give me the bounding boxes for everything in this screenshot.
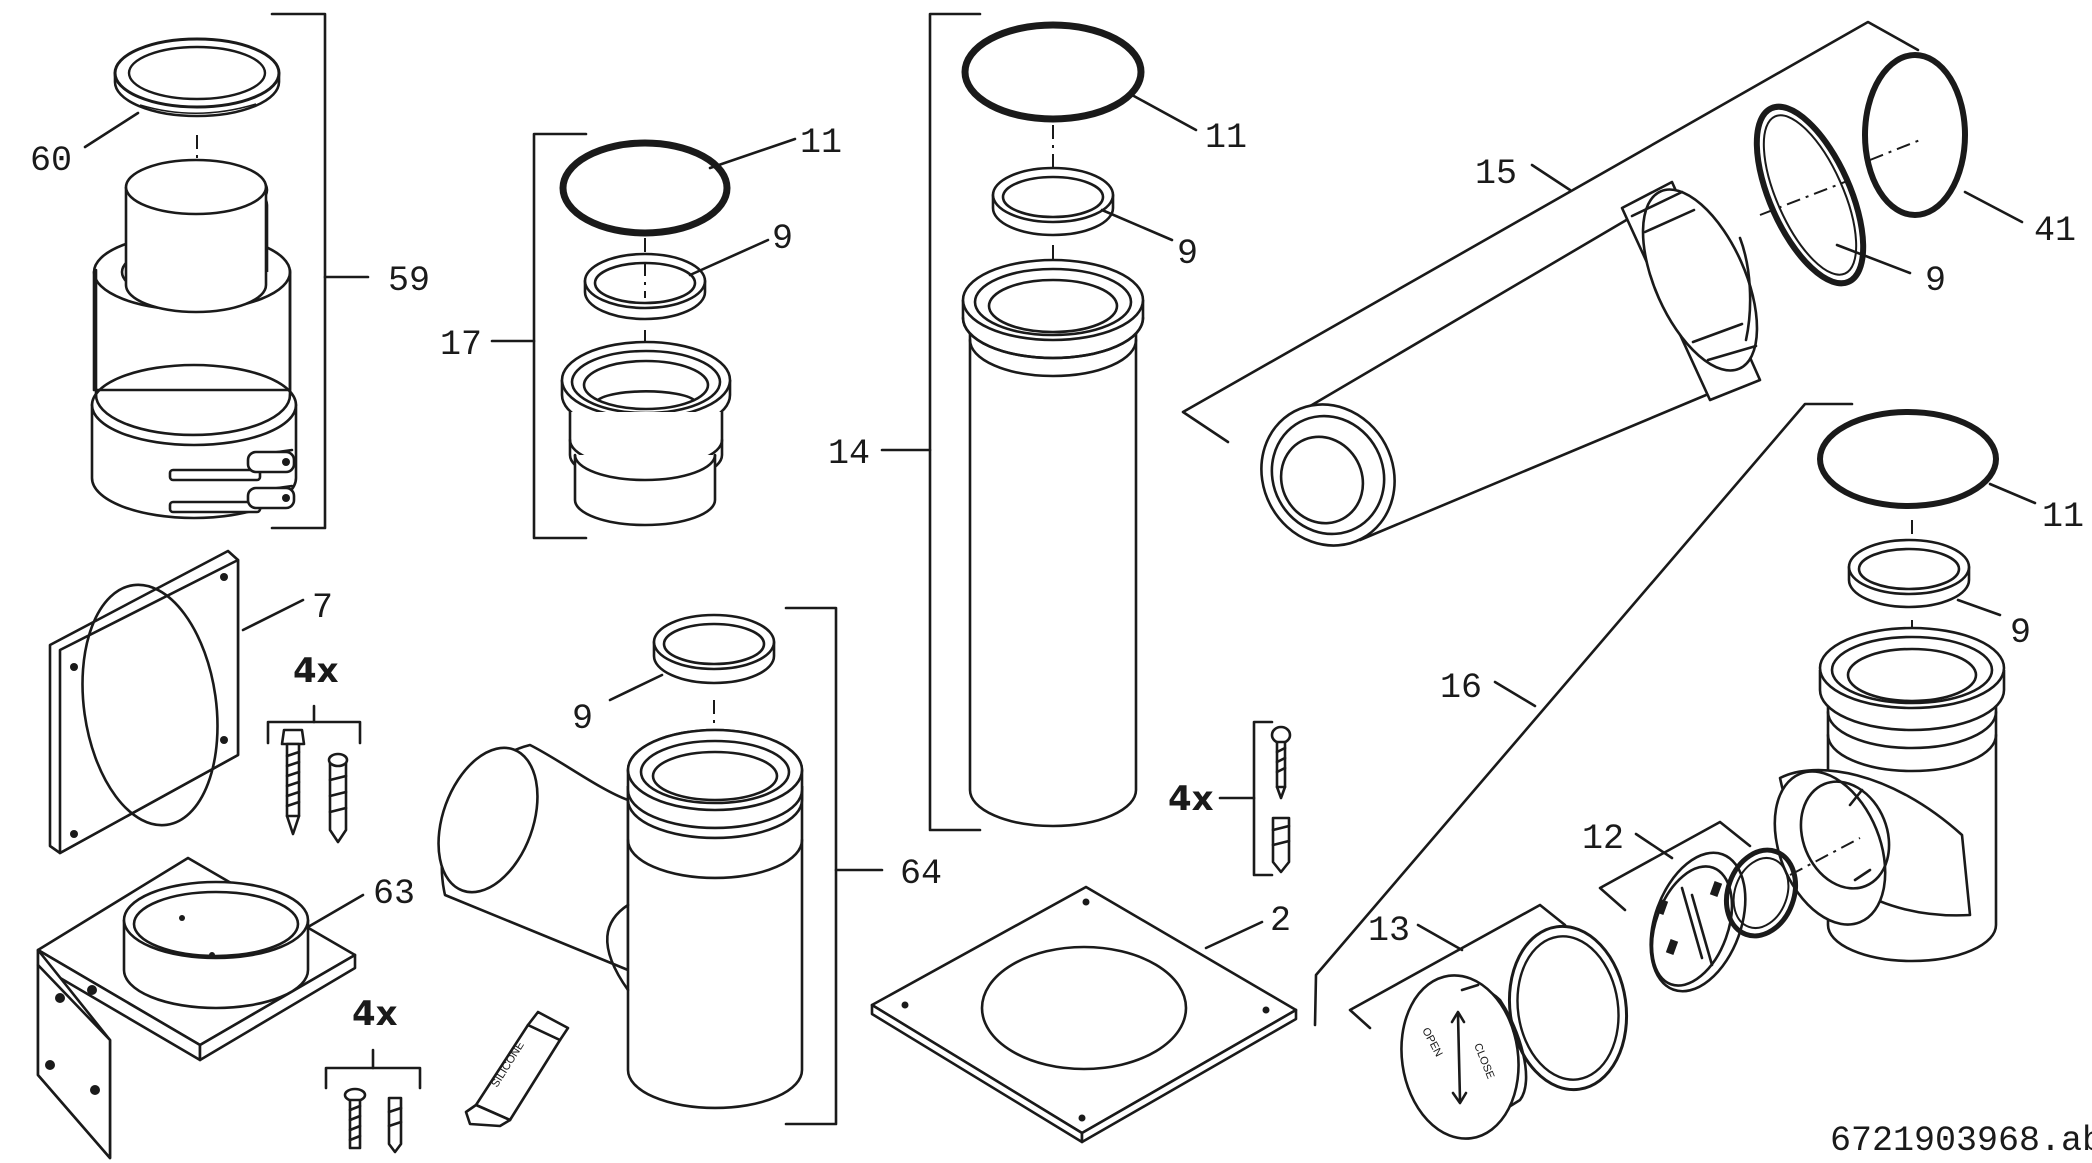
label-11c: 11 [2042,497,2084,537]
screw-icon [1270,725,1292,800]
leader-12 [1634,832,1674,860]
part-9-seal-b [652,613,776,685]
qty-screws-7: 4x [293,651,339,691]
leader-11a [708,137,797,170]
bracket-15 [1181,20,1920,444]
label-14: 14 [828,434,870,474]
label-17: 17 [440,325,482,365]
silicone-tube: SILICONE [464,1010,570,1128]
leader-13 [1416,923,1464,952]
leader-9b [608,673,664,702]
label-9d: 9 [1925,261,1946,301]
label-9b: 9 [572,699,593,739]
label-9c: 9 [1177,234,1198,274]
bracket-17 [532,132,588,540]
wall-plug-icon [387,1096,403,1154]
document-number: 6721903968.ab [1830,1121,2092,1161]
part-16-inspection-tee [1773,626,2006,963]
qty-screws-63: 4x [352,994,398,1034]
part-9-seal-a [583,252,707,321]
leader-41 [1963,190,2024,224]
part-12-inner-cap [1649,851,1747,993]
part-64-t-piece [437,728,804,1110]
bracket-12 [1598,820,1752,912]
label-13: 13 [1368,911,1410,951]
part-9-seal-d [1753,103,1867,287]
label-11b: 11 [1205,118,1247,158]
part-41-gasket [1862,52,1968,218]
part-13-seal-ring [1507,924,1629,1092]
part-15-horizontal-pipe [1260,180,1762,547]
label-9e: 9 [2010,613,2031,653]
label-63: 63 [373,874,415,914]
leader-2 [1204,920,1264,950]
part-11-gasket-c [1817,409,1999,509]
bracket-screws-pipe [1252,720,1274,877]
bracket-14 [928,12,982,832]
part-2-cover-plate [870,885,1298,1144]
qty-screws-pipe: 4x [1168,779,1214,819]
wall-plug-icon [327,752,349,844]
leader-15 [1530,163,1572,192]
bracket-64 [784,606,838,1126]
label-59: 59 [388,261,430,301]
label-15: 15 [1475,154,1517,194]
label-60: 60 [30,141,72,181]
screw-icon [343,1087,367,1150]
leader-9c [1100,208,1174,242]
label-64: 64 [900,854,942,894]
bracket-16 [1313,402,1854,1027]
label-2: 2 [1270,901,1291,941]
part-12-seal-ring [1724,847,1798,939]
label-9a: 9 [772,219,793,259]
wall-plug-icon [1271,816,1291,874]
part-13-outer-cap: OPEN CLOSE [1400,974,1528,1140]
part-14-straight-pipe [961,258,1145,828]
screw-icon [280,728,306,836]
label-7: 7 [312,588,333,628]
part-11-gasket-a [559,139,731,237]
bracket-13 [1348,903,1567,1030]
part-60-seal-ring [113,37,281,118]
leader-63 [306,893,365,929]
label-12: 12 [1582,819,1624,859]
label-11a: 11 [800,123,842,163]
leader-9e [1956,598,2002,617]
leader-16 [1493,680,1537,708]
leader-9d [1835,243,1912,275]
leader-11c [1988,482,2037,505]
leader-9a [688,238,770,277]
bracket-screws-63 [324,1066,422,1090]
part-17-reducer [560,340,732,527]
part-63-support-bracket [36,856,357,1160]
part-11-gasket-b [961,21,1145,123]
part-9-seal-c [991,166,1115,237]
leader-60 [83,111,140,149]
bracket-59 [270,12,327,530]
leader-7 [241,598,305,632]
leader-11b [1130,93,1198,132]
label-16: 16 [1440,668,1482,708]
part-7-wall-plate [48,549,240,855]
label-41: 41 [2034,211,2076,251]
part-9-seal-e [1847,538,1971,609]
part-59-adapter-with-clamp [90,158,298,520]
